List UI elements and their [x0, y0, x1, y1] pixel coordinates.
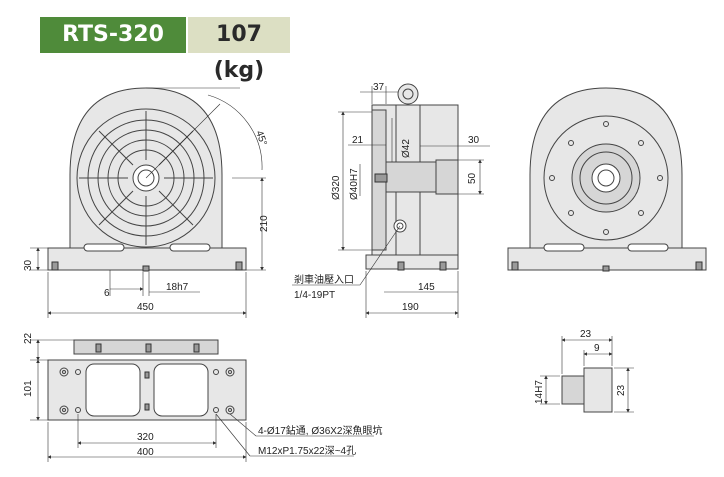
base-slot-right [169, 243, 211, 252]
total-width-dim: 450 [137, 302, 154, 313]
model-label: RTS-320 [40, 17, 186, 53]
base-slot-left [83, 243, 125, 252]
slot-offset-dim: 6 [104, 288, 110, 299]
side-center-bore [374, 173, 388, 183]
side-height-dim: 50 [467, 172, 478, 184]
front-key [142, 265, 150, 272]
mounting-holes [59, 367, 235, 415]
key-pin [561, 375, 585, 405]
side-spindle-end [435, 159, 459, 195]
table-dia-dim: Ø320 [331, 175, 342, 200]
top-window-right [153, 363, 209, 417]
brake-port-thread: 1/4-19PT [294, 290, 335, 301]
top-view: 22 101 320 400 4-Ø17鉆通, Ø36X2深魚眼坑 M12xP1… [23, 332, 382, 462]
base-height-dim: 30 [23, 259, 34, 271]
rear-view [507, 87, 707, 272]
front-foot-right [235, 261, 243, 271]
center-bore-dim: Ø40H7 [349, 168, 360, 200]
side-base [365, 254, 459, 270]
t-slots [79, 111, 213, 245]
tap-note: M12xP1.75x22深~4孔 [258, 445, 356, 457]
top-depth-dim: 101 [23, 380, 34, 397]
height-dim: 210 [259, 215, 270, 232]
top-base [47, 359, 247, 421]
key-detail: 23 9 14H7 23 [534, 329, 634, 413]
side-top-dim: 37 [373, 82, 385, 93]
total-length-dim: 400 [137, 447, 154, 458]
top-window-left [85, 363, 141, 417]
front-view: 45° 210 30 6 18h7 450 [23, 87, 270, 318]
rear-bore [591, 163, 621, 193]
brake-port-label: 剎車油壓入口 [294, 273, 354, 286]
key-step-dim: 9 [594, 343, 600, 354]
right-offset-dim: 30 [468, 135, 480, 146]
key-height-dim: 23 [616, 384, 627, 396]
key-width-label: 14H7 [534, 380, 545, 404]
angle-dim: 45° [253, 129, 269, 147]
holes-note: 4-Ø17鉆通, Ø36X2深魚眼坑 [258, 424, 382, 437]
side-offset-dim: 21 [352, 135, 364, 146]
side-top-cap [397, 83, 419, 105]
bore-dia-dim: Ø42 [401, 139, 412, 158]
weight-label: 107 (kg) [188, 17, 290, 83]
key-head [583, 367, 613, 413]
side-view: 37 Ø320 Ø40H7 21 Ø42 30 50 剎車油壓入口 1/4-19… [292, 82, 490, 318]
key-width-dim: 18h7 [166, 282, 189, 293]
hole-pitch-dim: 320 [137, 432, 154, 443]
total-depth-dim: 190 [402, 302, 419, 313]
rear-bolt-holes [549, 121, 663, 235]
key-length-dim: 23 [580, 329, 592, 340]
rail-height-dim: 22 [23, 332, 34, 344]
side-base-dim: 145 [418, 282, 435, 293]
front-foot-left [51, 261, 59, 271]
